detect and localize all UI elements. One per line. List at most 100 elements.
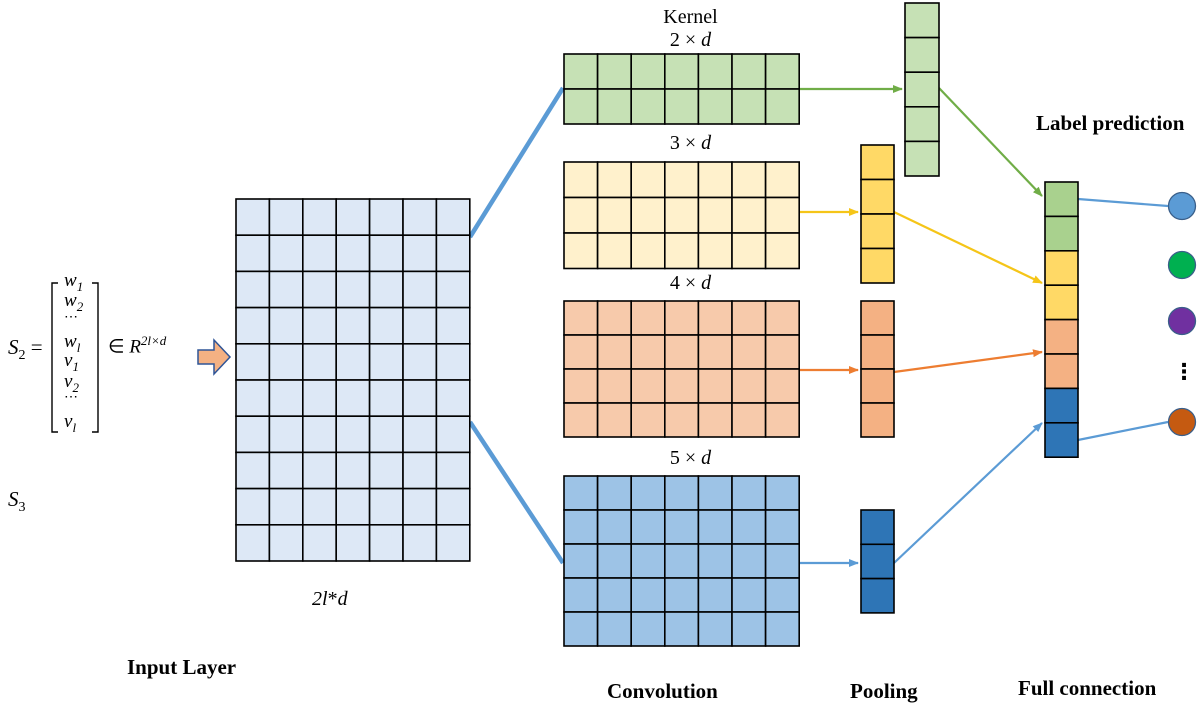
kernel-grid-3-cell [731,196,767,234]
pooling-column-green-cell [904,2,940,39]
kernel-grid-4-cell [630,368,666,404]
input-matrix-cell [368,306,404,345]
formula-right-bracket [92,282,99,433]
input-matrix-cell [335,306,371,345]
input-matrix-cell [435,451,471,490]
input-matrix-cell [402,379,438,418]
kernel-grid-3 [563,161,800,270]
input-matrix-cell [301,306,337,345]
formula-equals: = [30,335,43,359]
kernel-grid-5-cell [697,475,733,511]
kernel-grid-4-cell [731,368,767,404]
kernel-grid-4-cell [563,402,599,438]
input-matrix-cell [368,523,404,562]
kernel-label-3: 3 × d [669,132,712,154]
kernel-grid-2-cell [596,53,632,90]
input-matrix-cell [402,342,438,381]
input-matrix-cell [368,415,404,454]
formula-row-1: w1 [64,270,83,295]
convolution-label: Convolution [607,679,718,703]
input-matrix-cell [402,306,438,345]
input-matrix-cell [402,415,438,454]
formula-row-base: w [64,270,77,291]
kernel-grid-2-cell [697,53,733,90]
input-matrix-cell [335,415,371,454]
formula-lhs-sub: 2 [18,348,26,364]
kernel-grid-4-cell [731,300,767,336]
kernel-grid-5-cell [764,509,800,545]
input-matrix-cell [268,523,304,562]
kernel-grid-4-cell [764,368,800,404]
kernel-grid-5-cell [563,475,599,511]
input-matrix-cell [235,270,271,309]
kernel-grid-3-cell [697,161,733,199]
kernel-grid-3-cell [764,161,800,199]
kernel-grid-5-cell [563,611,599,647]
input-matrix-cell [335,451,371,490]
kernel-grid-5-cell [596,577,632,613]
pooling-column-yellow [860,144,895,284]
input-arrow-icon [197,338,232,376]
kernel-grid-5-cell [697,543,733,579]
kernel-grid-4-cell [764,300,800,336]
input-matrix-cell [435,234,471,273]
kernel-grid-3-cell [563,232,599,270]
input-matrix-cell [235,487,271,526]
input-matrix-cell [301,342,337,381]
s3-label: S3 [8,487,26,516]
formula-row-3: ⋯ [64,309,78,326]
full-connection-column-cell [1044,421,1079,458]
kernel-grid-4-cell [596,402,632,438]
kernel-grid-5-cell [663,475,700,511]
input-matrix-cell [268,379,304,418]
formula-row-6: v2 [64,371,79,396]
kernel-grid-5-cell [630,611,666,647]
kernel-grid-5-cell [764,543,800,579]
kernel-grid-3-cell [596,196,632,234]
kernel-grid-3-cell [596,232,632,270]
line-input-to-kernel2 [468,86,565,239]
line-fc-to-node-4 [1077,420,1169,442]
kernel-grid-4-cell [630,300,666,336]
formula-row-sub: l [76,339,81,355]
pooling-column-green [904,2,940,177]
input-matrix-cell [235,198,271,237]
kernel-grid-5-cell [731,475,767,511]
input-matrix-cell [335,342,371,381]
kernel-grid-5-cell [697,611,733,647]
pooling-column-yellow-cell [860,178,895,215]
input-matrix-cell [435,487,471,526]
kernel-label-4: 4 × d [669,272,712,294]
kernel-grid-2-cell [764,53,800,90]
kernel-grid-3-cell [764,232,800,270]
kernel-grid-5-cell [764,475,800,511]
kernel-grid-3-cell [630,232,666,270]
s3-base: S [8,487,19,511]
formula-row-8: vl [64,411,76,436]
arrow-pool-blue-to-fc [893,422,1043,564]
arrow-pool-green-to-fc [938,87,1043,197]
kernel-grid-3-cell [663,232,700,270]
arrow-pool-yellow-to-fc [893,211,1043,284]
kernel-grid-5-cell [663,577,700,613]
input-matrix-cell [301,451,337,490]
ellipsis-icon: ⋮ [1173,360,1195,385]
input-matrix-cell [268,342,304,381]
input-matrix-caption: 2l*d [312,588,348,611]
kernel-grid-5-cell [563,509,599,545]
pooling-label: Pooling [850,679,918,703]
kernel-grid-3-cell [596,161,632,199]
formula-left-bracket [51,282,58,433]
line-input-to-kernel5 [468,420,565,565]
kernel-grid-2-cell [563,88,599,125]
kernel-label-2: 2 × d [669,29,712,51]
pooling-column-yellow-cell [860,144,895,181]
input-matrix-cell [268,451,304,490]
kernel-grid-4-cell [596,368,632,404]
kernel-grid-5-cell [663,543,700,579]
input-matrix-cell [301,523,337,562]
pooling-column-yellow-cell [860,213,895,250]
formula-row-sub: 2 [76,298,84,314]
